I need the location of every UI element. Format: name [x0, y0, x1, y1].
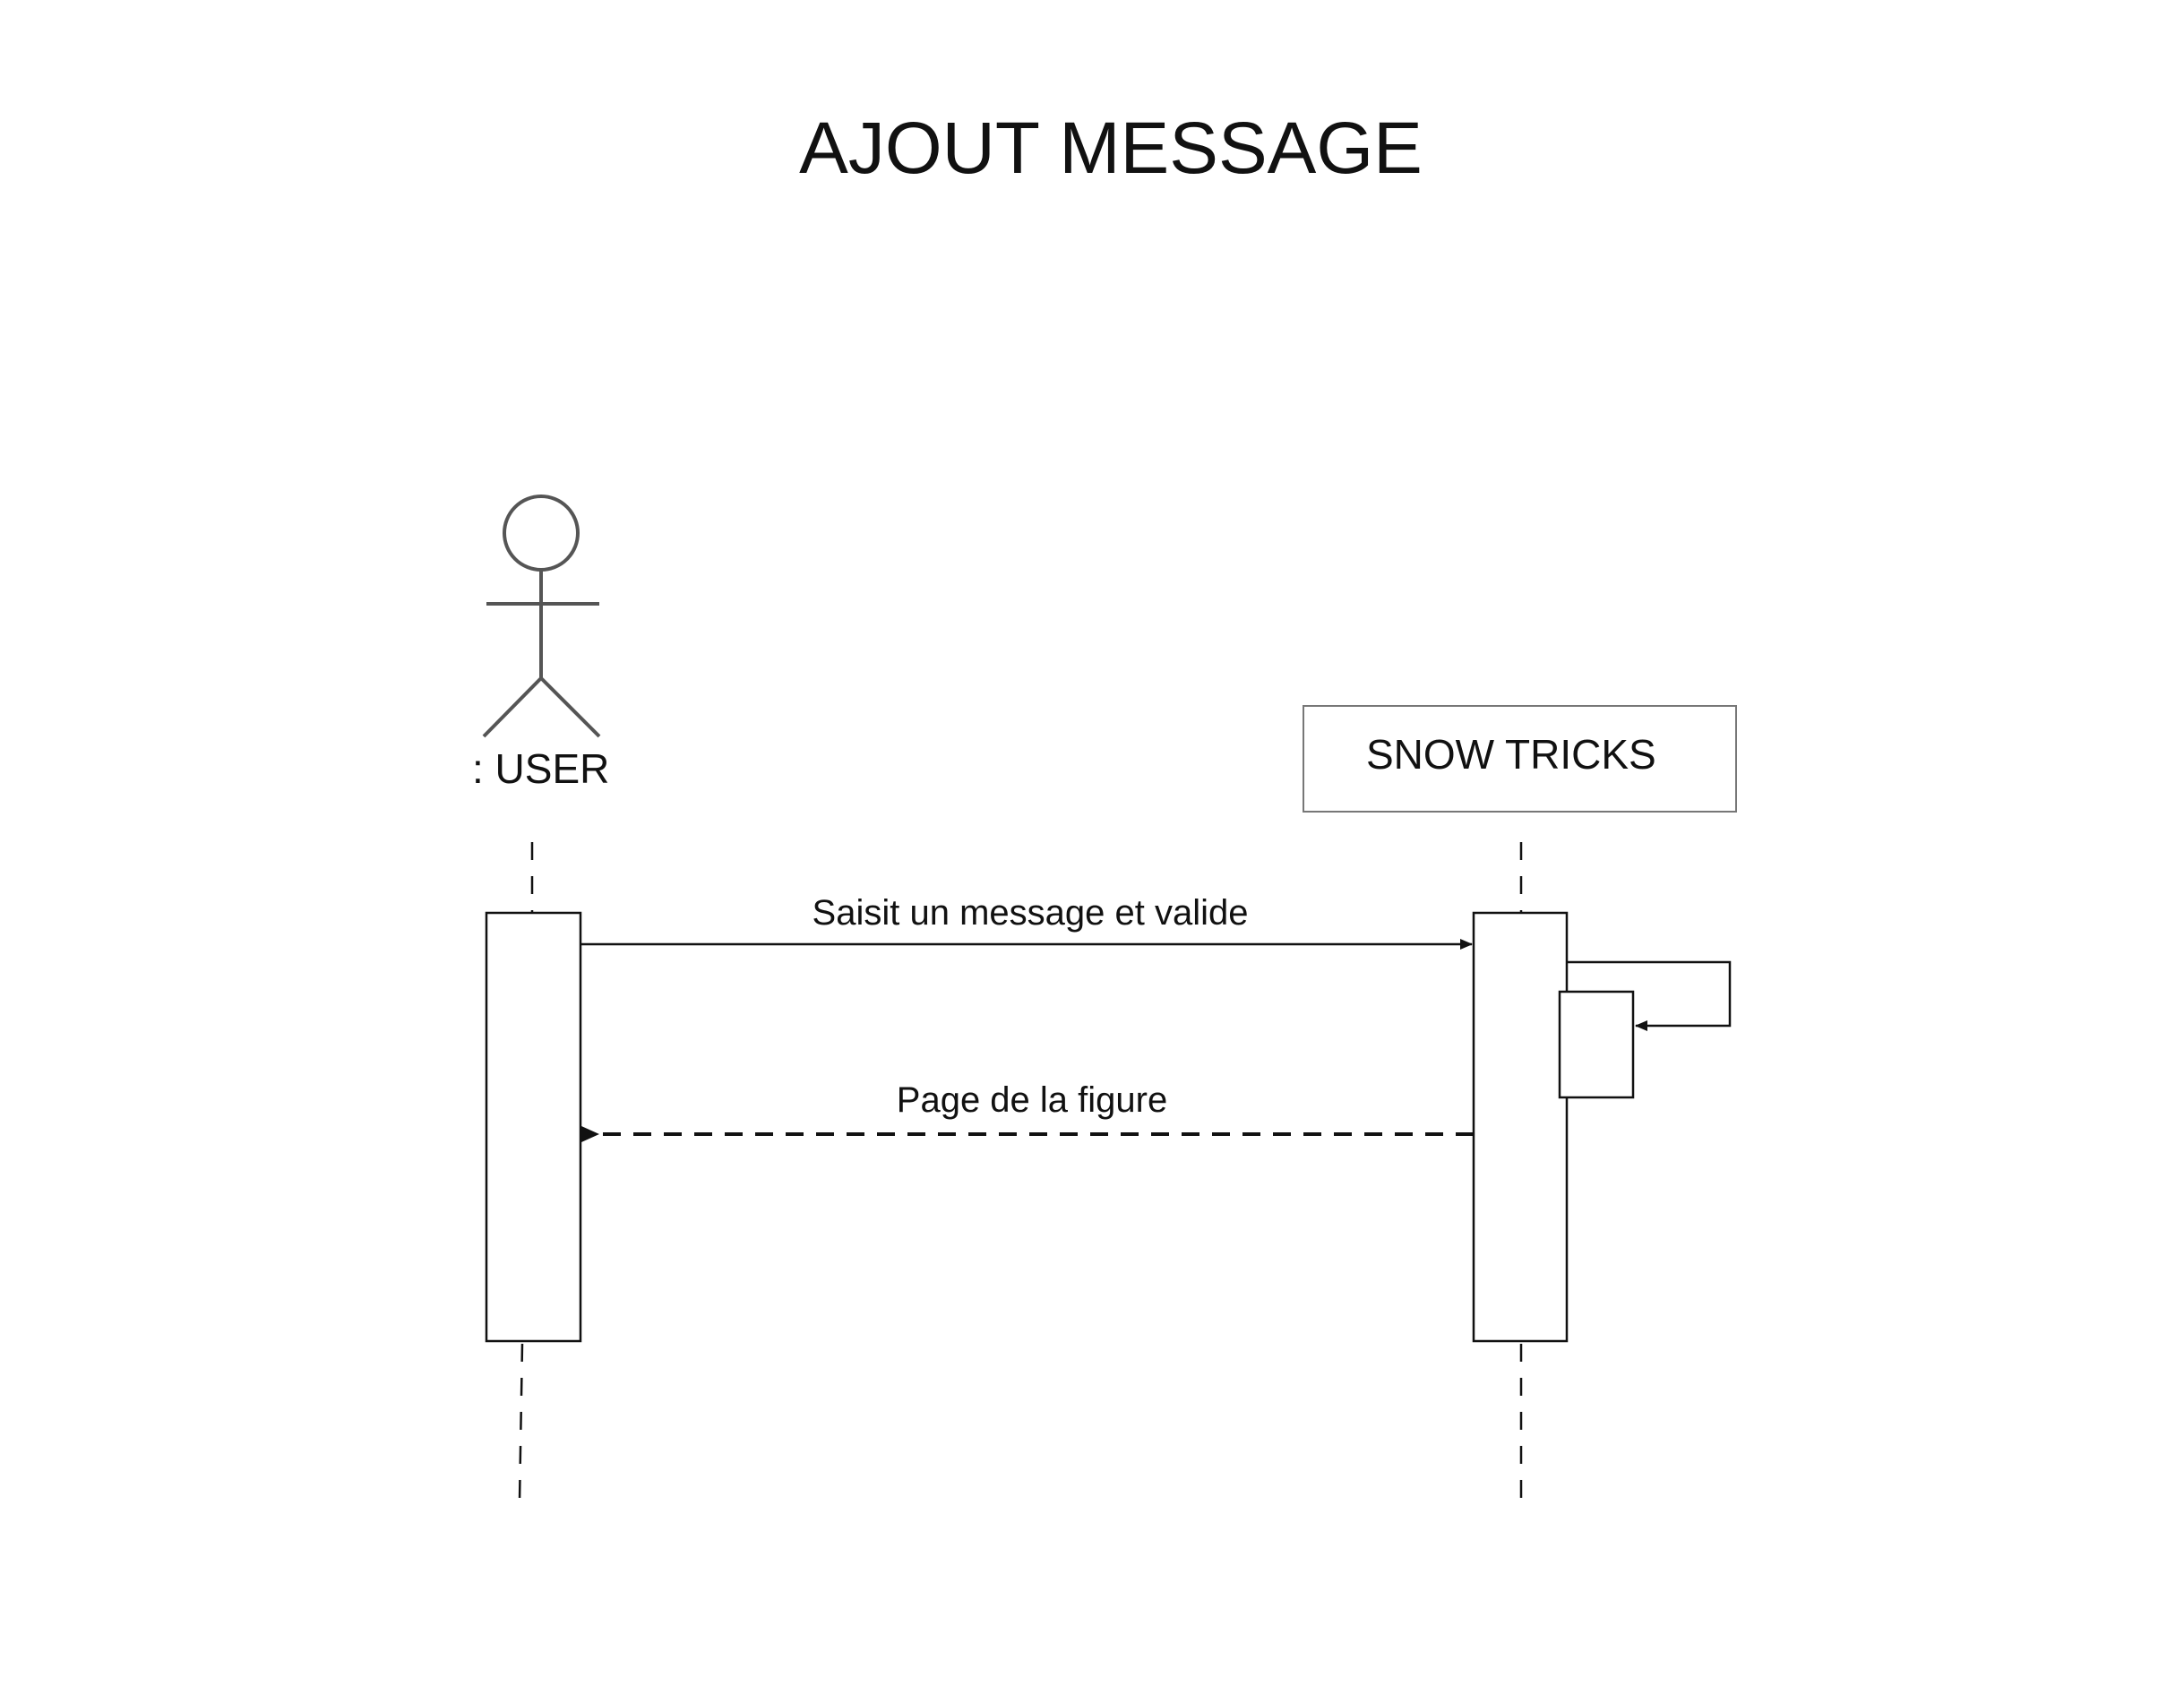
- system-lifeline-header: [1303, 705, 1737, 813]
- self-call-activation-bar: [1558, 990, 1635, 1099]
- user-actor-icon: [482, 495, 601, 738]
- diagram-title: AJOUT MESSAGE: [799, 108, 1423, 189]
- self-call-arrow: [1567, 960, 1732, 1031]
- message-label-return: Page de la figure: [897, 1080, 1167, 1120]
- message-label-submit: Saisit un message et valide: [813, 893, 1249, 933]
- system-label: SNOW TRICKS: [1366, 731, 1656, 778]
- system-activation-bar: [1472, 911, 1569, 1343]
- user-lifeline: [518, 842, 534, 1502]
- user-activation-bar: [485, 911, 582, 1343]
- actor-label: : USER: [472, 745, 609, 792]
